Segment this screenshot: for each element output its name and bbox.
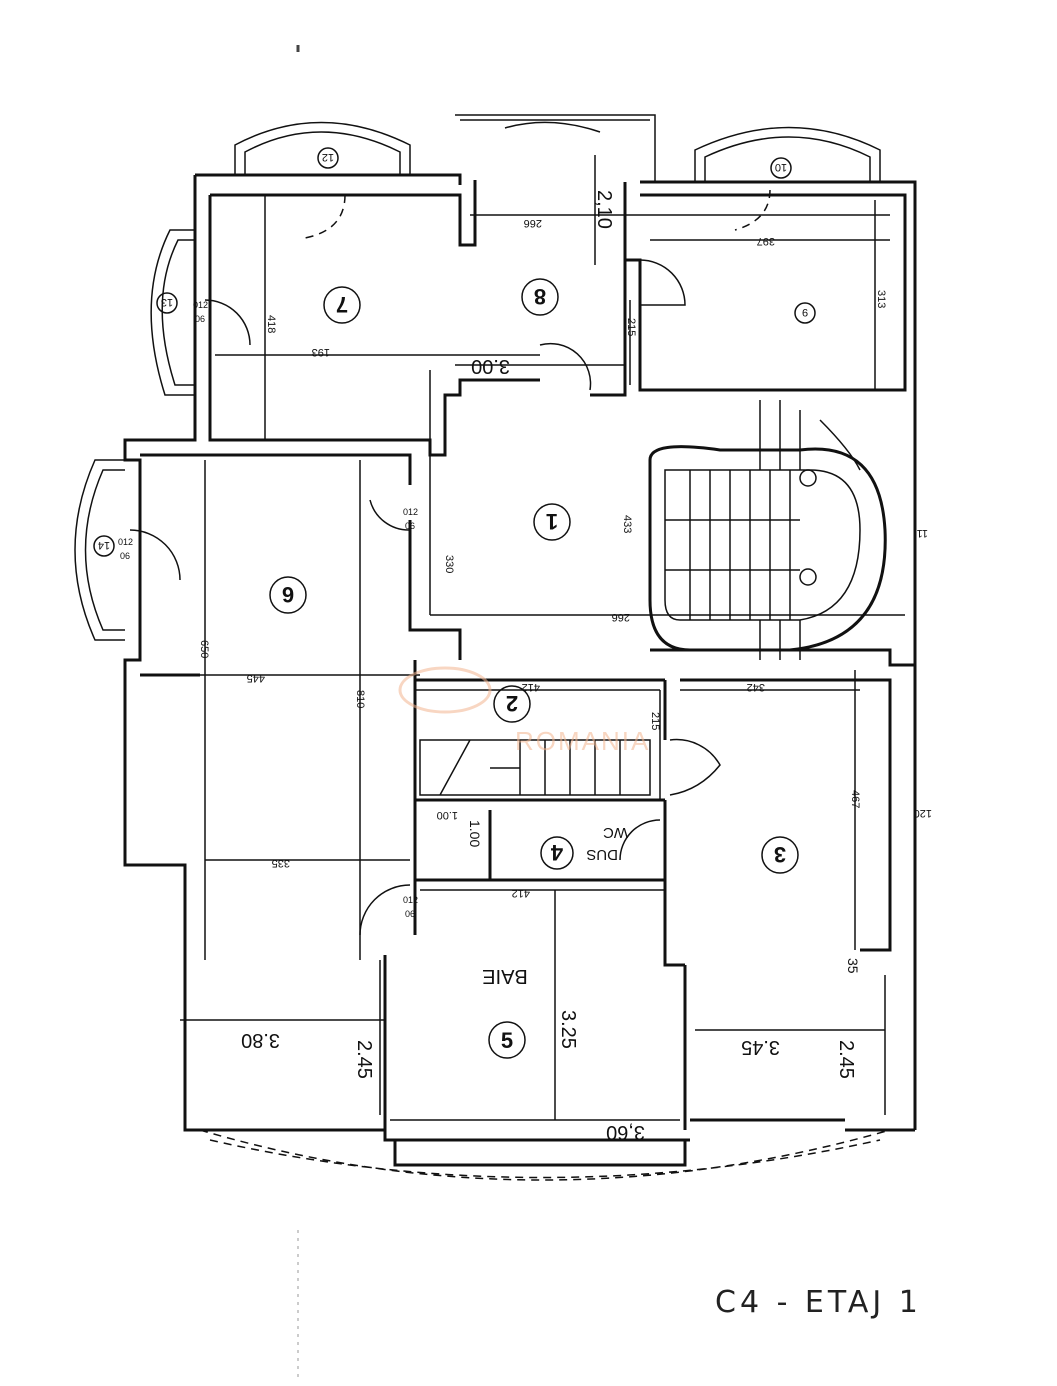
- dimension-label: 1: [546, 509, 558, 534]
- dimension-label: 6: [282, 582, 294, 607]
- dimension-label: 3: [774, 842, 786, 867]
- room-13: 13: [156, 292, 178, 314]
- dimension-label: ROMANIA: [515, 726, 650, 756]
- dimension-label: 7: [336, 292, 348, 317]
- dimension-label: 342: [747, 681, 765, 693]
- room-2: 2: [493, 685, 531, 723]
- room-name-baie: BAIE: [482, 965, 528, 987]
- dimension-label: 412: [522, 681, 540, 693]
- room-labels: 1 2 3 4 5 6 7 8 9 10 11 12 13 14 BAIE DU…: [93, 147, 928, 1059]
- room-1: 1: [533, 503, 571, 541]
- dimension-label: 2.45: [353, 1040, 375, 1079]
- dimension-label: 012: [403, 895, 418, 905]
- dimension-label: 215: [625, 318, 637, 336]
- dimension-label: 14: [98, 539, 110, 551]
- dimension-label: 012: [403, 507, 418, 517]
- doors: [129, 189, 771, 936]
- room-3: 3: [761, 836, 799, 874]
- room-10: 10: [770, 157, 792, 179]
- room-4: 4: [540, 836, 574, 870]
- dimension-label: 012: [118, 537, 133, 547]
- dimension-label: 8: [534, 284, 546, 309]
- dimension-label: 3,60: [606, 1121, 645, 1143]
- dimension-label: 11: [917, 527, 928, 539]
- dimension-label: 3.25: [557, 1010, 579, 1049]
- dimension-label: 810: [354, 690, 366, 708]
- room-8: 8: [521, 278, 559, 316]
- room-9: 9: [794, 302, 816, 324]
- dimension-label: 215: [649, 712, 661, 730]
- dimension-label: 12: [322, 151, 334, 163]
- dimension-label: 335: [272, 857, 290, 869]
- dimension-label: 2.45: [835, 1040, 857, 1079]
- dimension-labels: 2,10 266 397 313 215 3.00 193 418 433 33…: [198, 190, 932, 1143]
- dimension-label: 06: [405, 909, 415, 919]
- dimension-label: 13: [161, 296, 173, 308]
- room-14: 14: [93, 535, 115, 557]
- bay-windows: [74, 114, 891, 1181]
- dimension-label: 2: [506, 691, 518, 716]
- walls: [123, 173, 917, 1167]
- room-6: 6: [269, 576, 307, 614]
- drawing-title: C4 - ETAJ 1: [715, 1285, 922, 1320]
- dimension-label: 35: [845, 958, 861, 974]
- dimension-label: 397: [757, 235, 775, 247]
- dimension-label: 06: [405, 521, 415, 531]
- dimension-label: 467: [849, 790, 861, 808]
- dimension-lines: [140, 155, 905, 1121]
- dimension-label: 06: [195, 314, 205, 324]
- dimension-label: 2,10: [593, 190, 615, 229]
- dimension-label: 3.45: [741, 1036, 780, 1058]
- dimension-label: 9: [802, 306, 808, 318]
- dimension-label: 266: [524, 217, 542, 229]
- dimension-label: 412: [512, 887, 530, 899]
- dimension-label: 650: [198, 640, 210, 658]
- room-7: 7: [323, 286, 361, 324]
- door-tags: 012 06 012 06 012 06 012 06: [118, 300, 418, 919]
- watermark: ROMANIA: [398, 666, 650, 756]
- dimension-label: 012: [193, 300, 208, 310]
- dimension-label: 3.00: [471, 355, 510, 377]
- dimension-label: 120: [914, 807, 932, 819]
- dimension-label: 313: [875, 290, 887, 308]
- dimension-label: 433: [621, 515, 633, 533]
- staircase: [419, 400, 887, 796]
- room-5: 5: [488, 1021, 526, 1059]
- dimension-label: 330: [443, 555, 455, 573]
- dimension-label: 418: [265, 315, 277, 333]
- room-12: 12: [317, 147, 339, 169]
- dimension-label: 3.80: [241, 1029, 280, 1051]
- dimension-label: 10: [775, 161, 787, 173]
- dimension-label: 193: [312, 346, 330, 358]
- dimension-label: 1.00: [467, 820, 483, 847]
- room-name-wc: WC: [603, 824, 628, 841]
- dimension-label: 5: [501, 1028, 513, 1053]
- dimension-label: 06: [120, 551, 130, 561]
- room-11: 11: [917, 527, 928, 539]
- dimension-label: 266: [612, 611, 630, 623]
- dimension-label: 4: [550, 840, 563, 865]
- dimension-label: 445: [247, 672, 265, 684]
- room-name-dus: DUS: [586, 846, 618, 863]
- dimension-label: 1.00: [437, 809, 458, 821]
